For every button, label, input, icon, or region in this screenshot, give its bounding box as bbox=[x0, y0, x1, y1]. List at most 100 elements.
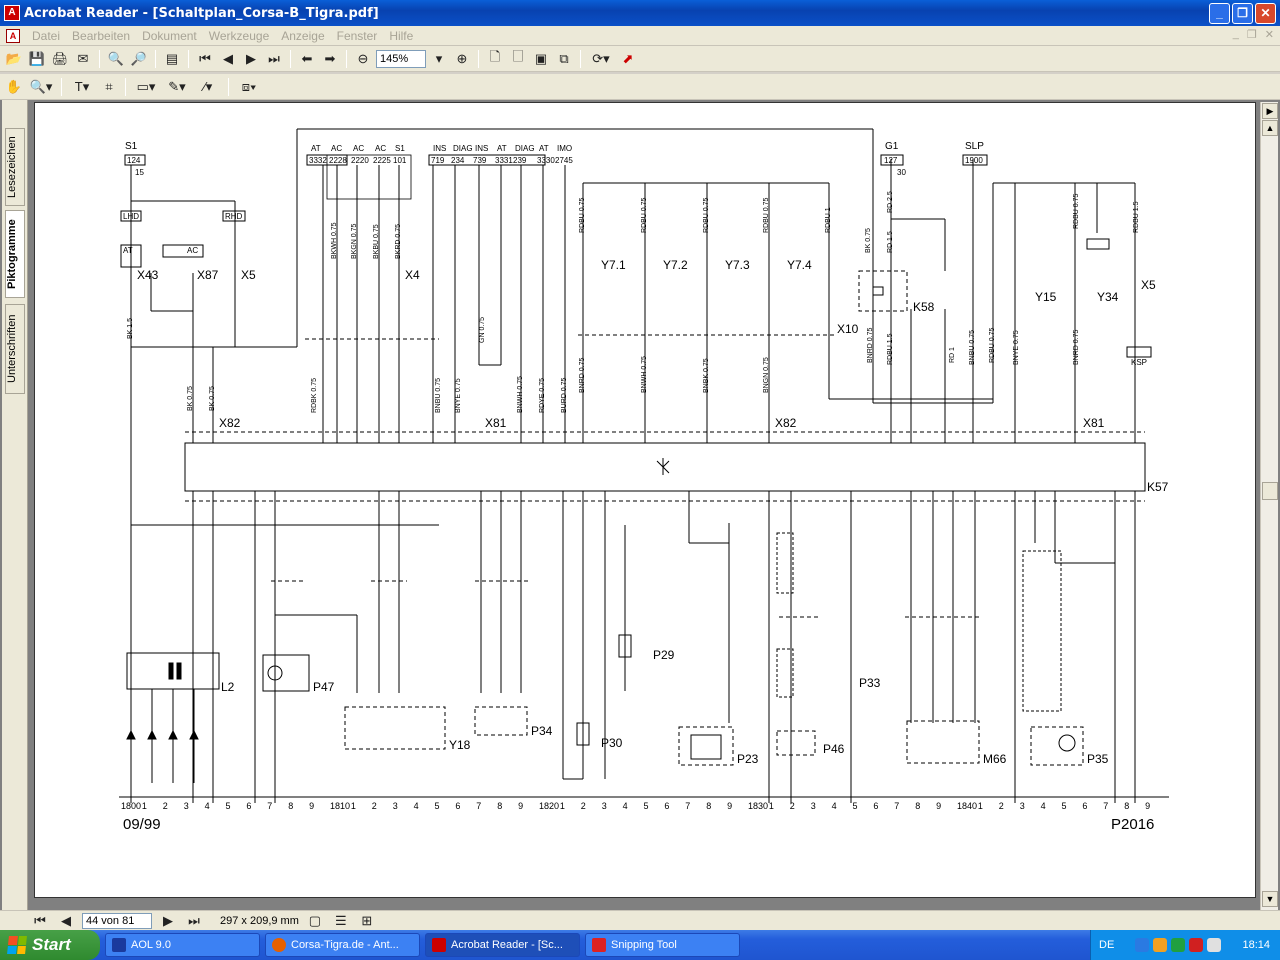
scroll-down-icon[interactable]: ▼ bbox=[1262, 891, 1278, 907]
task-browser[interactable]: Corsa-Tigra.de - Ant... bbox=[265, 933, 420, 957]
next-page-status-icon[interactable]: ▶ bbox=[163, 912, 173, 928]
ruler-tick: 9 bbox=[518, 801, 523, 811]
component-label: K58 bbox=[913, 300, 935, 314]
single-page-icon[interactable]: ▢ bbox=[308, 912, 322, 928]
wire-label: BURD 0.75 bbox=[561, 377, 568, 413]
tab-bookmarks[interactable]: Lesezeichen bbox=[5, 128, 25, 206]
first-page-icon[interactable]: ⏮ bbox=[199, 50, 211, 66]
zoom-tool-icon[interactable]: 🔍▾ bbox=[29, 78, 53, 94]
scroll-up-icon[interactable]: ▲ bbox=[1262, 120, 1278, 136]
sidebar-toggle-icon[interactable]: ▤ bbox=[165, 50, 179, 66]
email-icon[interactable]: ✉ bbox=[77, 50, 89, 66]
component-p30 bbox=[576, 722, 590, 746]
clock: 18:14 bbox=[1242, 939, 1270, 951]
scroll-thumb[interactable] bbox=[1262, 482, 1278, 500]
task-aol[interactable]: AOL 9.0 bbox=[105, 933, 260, 957]
pencil-tool-icon[interactable]: ✎▾ bbox=[168, 78, 186, 94]
zoom-field[interactable]: 145% bbox=[376, 49, 426, 68]
note-tool-icon[interactable]: ▭▾ bbox=[136, 78, 156, 94]
fit-page-icon[interactable]: 🗌 bbox=[512, 48, 524, 64]
component-label: P30 bbox=[601, 736, 623, 750]
last-page-status-icon[interactable]: ⏭ bbox=[188, 912, 200, 928]
close-button[interactable]: ✕ bbox=[1255, 3, 1276, 24]
ruler-tick: 5 bbox=[853, 801, 858, 811]
connector-number: 234 bbox=[451, 156, 465, 165]
ruler-tick: 4 bbox=[1041, 801, 1046, 811]
doc-minimize-button[interactable]: _ bbox=[1232, 28, 1239, 40]
menu-datei[interactable]: Datei bbox=[32, 28, 61, 43]
g1-num: 127 bbox=[884, 156, 898, 165]
component-label: K57 bbox=[1147, 480, 1169, 494]
next-page-icon[interactable]: ▶ bbox=[246, 50, 256, 66]
zoom-out-icon[interactable]: ⊖ bbox=[357, 50, 369, 66]
ruler-tick: 8 bbox=[1124, 801, 1129, 811]
menu-fenster[interactable]: Fenster bbox=[336, 28, 378, 43]
adobe-online-icon[interactable]: ⬈ bbox=[622, 50, 634, 66]
component-p29 bbox=[618, 634, 632, 658]
prev-page-status-icon[interactable]: ◀ bbox=[61, 912, 71, 928]
doc-close-button[interactable]: ✕ bbox=[1264, 29, 1274, 41]
task-acrobat[interactable]: Acrobat Reader - [Sc... bbox=[425, 933, 580, 957]
zoom-in-icon[interactable]: ⊕ bbox=[456, 50, 468, 66]
vertical-scrollbar[interactable]: ▶ ▲ ▼ bbox=[1260, 102, 1278, 910]
navigation-pane-tabs: Lesezeichen Piktogramme Unterschriften bbox=[2, 100, 28, 910]
hand-tool-icon[interactable]: ✋ bbox=[5, 78, 23, 94]
text-select-icon[interactable]: T▾ bbox=[74, 78, 90, 94]
ruler-tick: 4 bbox=[414, 801, 419, 811]
continuous-icon[interactable]: ☰ bbox=[335, 912, 347, 928]
menu-dokument[interactable]: Dokument bbox=[142, 28, 197, 43]
ruler-tick: 3 bbox=[602, 801, 607, 811]
task-snipping[interactable]: Snipping Tool bbox=[585, 933, 740, 957]
back-icon[interactable]: ⬅ bbox=[301, 50, 313, 66]
stamp-tool-icon[interactable]: ⧈▾ bbox=[241, 78, 257, 94]
first-page-status-icon[interactable]: ⏮ bbox=[34, 912, 46, 928]
component-label: P46 bbox=[823, 742, 845, 756]
actual-size-icon[interactable]: 🗋 bbox=[489, 48, 501, 64]
page-arrow-icon[interactable]: ▶ bbox=[1262, 103, 1278, 119]
page-number-field[interactable]: 44 von 81 bbox=[82, 912, 152, 929]
search-web-icon[interactable]: 🔎 bbox=[130, 50, 148, 66]
ruler-tick: 2 bbox=[999, 801, 1004, 811]
menu-hilfe[interactable]: Hilfe bbox=[389, 28, 414, 43]
wire-label: BNWH 0.75 bbox=[517, 376, 524, 413]
ruler-tick: 1 bbox=[560, 801, 565, 811]
restore-button[interactable]: ❐ bbox=[1232, 3, 1253, 24]
doc-restore-button[interactable]: ❐ bbox=[1246, 29, 1257, 41]
tab-thumbnails[interactable]: Piktogramme bbox=[5, 210, 25, 298]
wire-label: RDYE 0.75 bbox=[539, 378, 546, 413]
open-icon[interactable]: 📂 bbox=[5, 50, 23, 66]
rotate-icon[interactable]: ⟳▾ bbox=[592, 50, 610, 66]
connector-title: IMO bbox=[557, 144, 572, 153]
ruler-tick: 1800 bbox=[121, 801, 141, 811]
component-label: Y7.4 bbox=[787, 258, 812, 272]
wire-label: BNGN 0.75 bbox=[763, 357, 770, 393]
snapshot-icon[interactable]: ⌗ bbox=[105, 78, 113, 94]
menu-bearbeiten[interactable]: Bearbeiten bbox=[72, 28, 131, 43]
tab-signatures[interactable]: Unterschriften bbox=[5, 304, 25, 394]
document-icon[interactable]: A bbox=[6, 28, 20, 43]
minimize-button[interactable]: _ bbox=[1209, 3, 1230, 24]
zoom-dropdown-icon[interactable]: ▾ bbox=[435, 50, 443, 66]
ruler-tick: 9 bbox=[309, 801, 314, 811]
facing-icon[interactable]: ⊞ bbox=[361, 912, 373, 928]
wire-label: BK 0.75 bbox=[209, 386, 216, 411]
ac-label: AC bbox=[187, 246, 198, 255]
save-icon[interactable]: 💾 bbox=[28, 50, 46, 66]
previous-page-icon[interactable]: ◀ bbox=[223, 50, 233, 66]
start-button[interactable]: Start bbox=[0, 930, 100, 960]
language-indicator[interactable]: DE bbox=[1099, 939, 1115, 951]
highlight-tool-icon[interactable]: ⁄▾ bbox=[203, 78, 213, 94]
last-page-icon[interactable]: ⏭ bbox=[268, 50, 280, 66]
reflow-icon[interactable]: ⧉ bbox=[559, 50, 569, 66]
wire-label: RD 2.5 bbox=[887, 191, 894, 213]
forward-icon[interactable]: ➡ bbox=[324, 50, 336, 66]
acrobat-app-icon[interactable]: A bbox=[4, 5, 20, 21]
search-icon[interactable]: 🔍 bbox=[107, 50, 125, 66]
menu-anzeige[interactable]: Anzeige bbox=[281, 28, 325, 43]
fit-width-icon[interactable]: ▣ bbox=[534, 50, 548, 66]
ruler-tick: 5 bbox=[435, 801, 440, 811]
menu-werkzeuge[interactable]: Werkzeuge bbox=[208, 28, 270, 43]
component-label: X82 bbox=[219, 416, 241, 430]
ruler-tick: 8 bbox=[706, 801, 711, 811]
print-icon[interactable]: 🖨 bbox=[51, 50, 69, 66]
